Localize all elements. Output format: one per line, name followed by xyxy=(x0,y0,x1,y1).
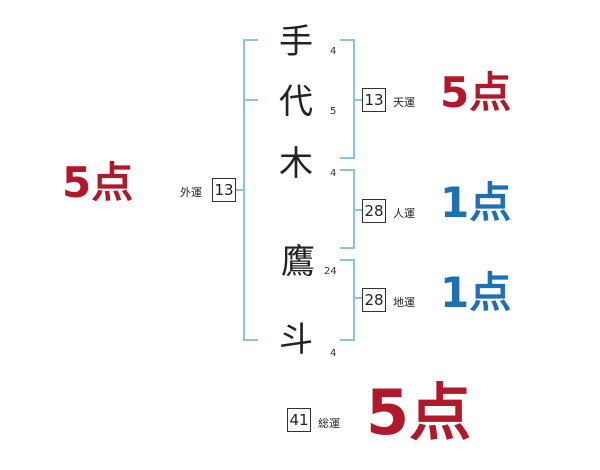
stroke-count-1: 4 xyxy=(330,46,337,57)
name-char-2: 代 xyxy=(279,82,313,122)
person-fortune-label: 人運 xyxy=(393,207,415,220)
name-char-1: 手 xyxy=(279,22,313,62)
earth-fortune-label: 地運 xyxy=(393,296,415,309)
total-fortune-score: 5点 xyxy=(366,376,472,449)
stroke-count-2: 5 xyxy=(330,106,337,117)
stroke-count-5: 4 xyxy=(330,348,337,359)
stroke-count-3: 4 xyxy=(330,168,337,179)
person-fortune-score: 1点 xyxy=(440,178,512,227)
name-char-5: 斗 xyxy=(279,320,313,360)
person-fortune-value: 28 xyxy=(362,199,386,223)
heaven-fortune-value: 13 xyxy=(362,88,386,112)
heaven-fortune-label: 天運 xyxy=(393,96,415,109)
earth-fortune-score: 1点 xyxy=(440,268,512,317)
outer-fortune-label: 外運 xyxy=(180,186,202,199)
outer-fortune-value: 13 xyxy=(212,178,236,202)
outer-bracket xyxy=(236,39,258,341)
total-fortune-label: 総運 xyxy=(318,417,340,430)
total-fortune-value: 41 xyxy=(287,408,311,432)
outer-fortune-score: 5点 xyxy=(62,158,134,207)
heaven-bracket xyxy=(340,39,362,159)
earth-fortune-value: 28 xyxy=(362,288,386,312)
name-char-4: 鷹 xyxy=(281,242,315,282)
earth-bracket xyxy=(340,259,362,341)
stroke-count-4: 24 xyxy=(324,266,337,277)
name-char-3: 木 xyxy=(279,144,313,184)
person-bracket xyxy=(340,169,362,249)
heaven-fortune-score: 5点 xyxy=(440,68,512,117)
